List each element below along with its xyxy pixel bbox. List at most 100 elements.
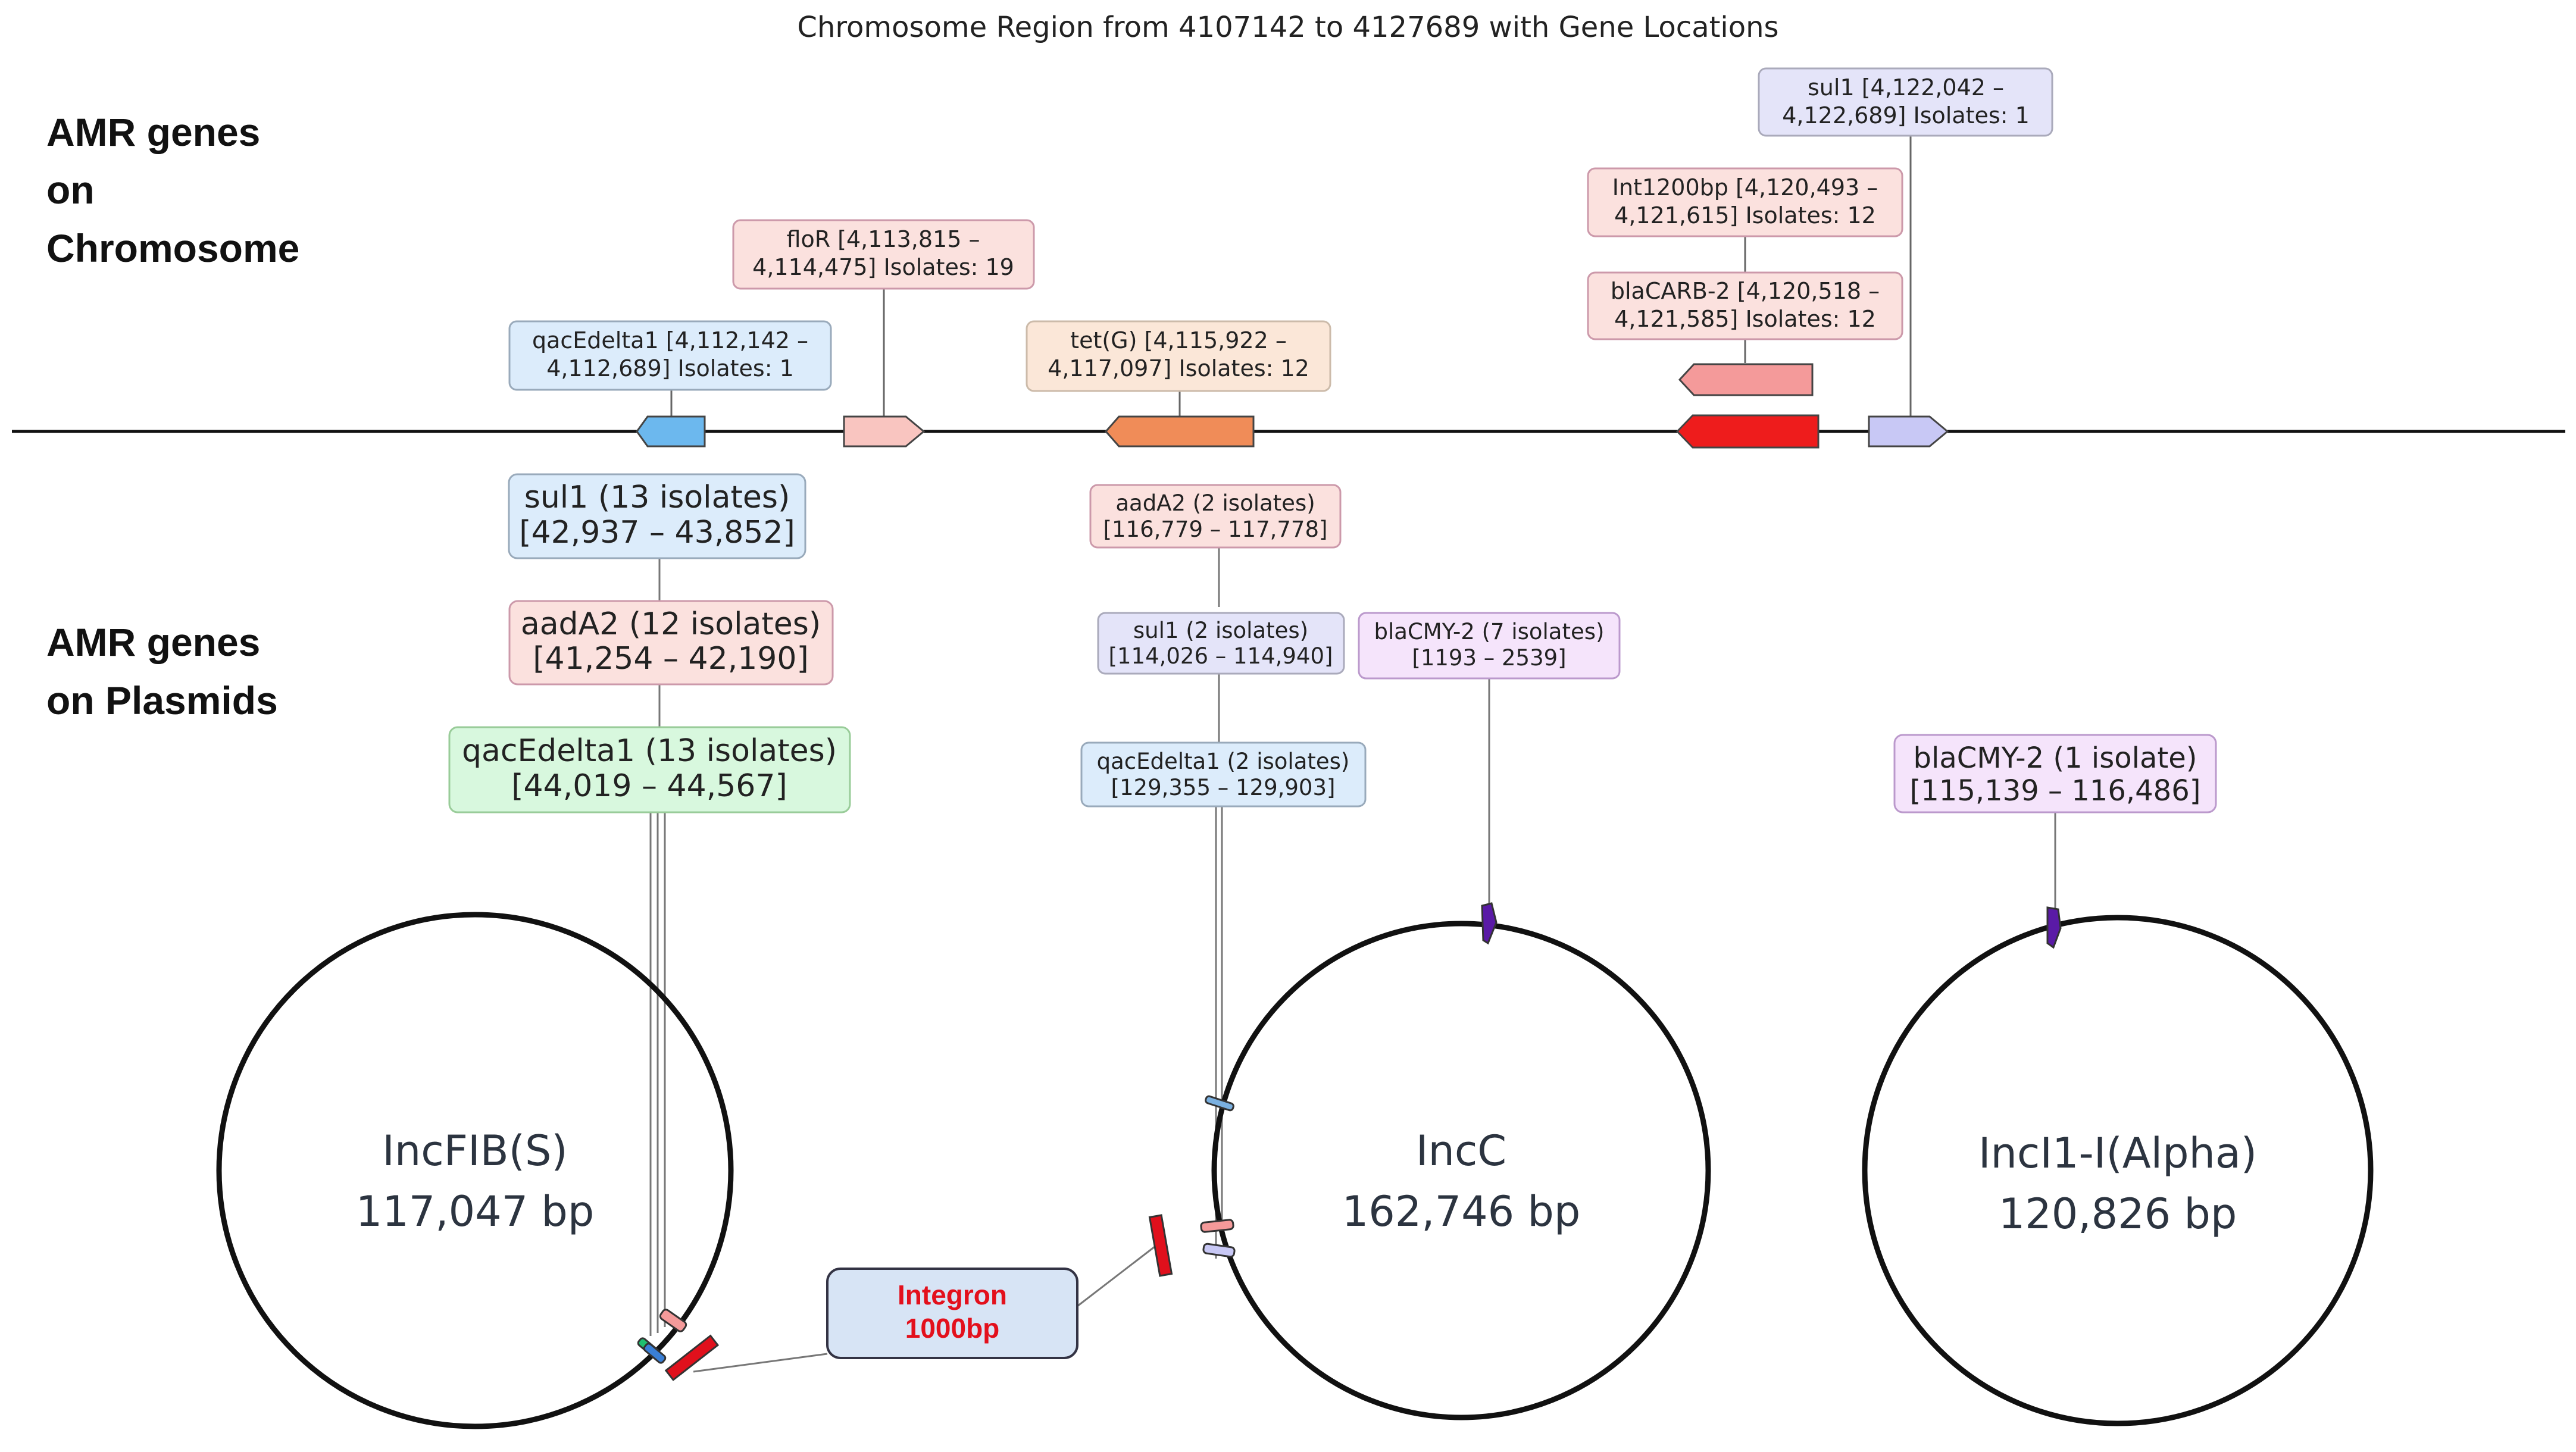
inci1-gene-labels: blaCMY-2 (1 isolate) [115,139 – 116,486]: [1893, 734, 2217, 813]
integron-box: [826, 1268, 1078, 1359]
incc-label-sul1-box: [1097, 612, 1345, 675]
chrom-label-tetG-line2: 4,117,097] Isolates: 12: [1048, 355, 1309, 381]
incc-label-aadA2-box: [1089, 484, 1342, 549]
chromosome-connectors: [670, 136, 1912, 417]
plasmid-circles: [216, 912, 2374, 1429]
plasmid-connectors: [649, 547, 2056, 1373]
gene-arrow-blaCARB2: [1678, 363, 1814, 396]
gene-arrow-floR: [843, 415, 926, 448]
chrom-label-qacEdelta1: qacEdelta1 [4,112,142 – 4,112,689] Isola…: [508, 320, 832, 391]
incc-label-sul1-line1: sul1 (2 isolates): [1133, 618, 1308, 643]
incfib-label-sul1-line2: [42,937 – 43,852]: [519, 515, 795, 550]
chrom-label-blaCARB2: blaCARB-2 [4,120,518 – 4,121,585] Isolat…: [1587, 271, 1903, 340]
incfib-label-aadA2: aadA2 (12 isolates) [41,254 – 42,190]: [508, 600, 834, 686]
integron-connector-left: [693, 1353, 828, 1373]
incfib-marker-sul1: [643, 1343, 667, 1364]
chrom-label-tetG: tet(G) [4,115,922 – 4,117,097] Isolates:…: [1026, 320, 1331, 392]
chrom-label-sul1-line1: sul1 [4,122,042 –: [1808, 74, 2004, 101]
incc-marker-blaCMY2: [1481, 902, 1498, 945]
integron-connector-right: [1077, 1246, 1155, 1307]
side-label-chromosome-line1: AMR genes: [46, 110, 260, 154]
gene-arrow-Int1200bp: [1675, 414, 1820, 449]
incc-label-blaCMY2-line2: [1193 – 2539]: [1412, 645, 1566, 671]
chrom-label-floR-line1: floR [4,113,815 –: [787, 226, 980, 252]
integron-label-line2: 1000bp: [905, 1313, 1000, 1344]
incfib-label-qacEdelta1-box: [448, 726, 851, 813]
chrom-label-Int1200bp-line2: 4,121,615] Isolates: 12: [1614, 202, 1876, 229]
side-label-chromosome: AMR genes on Chromosome: [46, 110, 299, 270]
incfib-marker-aadA2: [659, 1309, 687, 1332]
incc-marker-sul1: [1202, 1243, 1236, 1258]
side-label-chromosome-line3: Chromosome: [46, 226, 299, 270]
chrom-label-floR: floR [4,113,815 – 4,114,475] Isolates: 1…: [732, 219, 1035, 290]
plasmid-names: IncFIB(S) 117,047 bp IncC 162,746 bp Inc…: [356, 1126, 2257, 1238]
incc-label-qacEdelta1: qacEdelta1 (2 isolates) [129,355 – 129,9…: [1080, 741, 1367, 808]
figure-title: Chromosome Region from 4107142 to 412768…: [797, 11, 1778, 44]
incfib-label-sul1-box: [508, 473, 806, 559]
gene-arrow-sul1: [1868, 415, 1949, 448]
incc-label-aadA2-line1: aadA2 (2 isolates): [1115, 490, 1315, 516]
inci1-marker-blaCMY2: [2046, 906, 2062, 949]
chrom-label-tetG-line1: tet(G) [4,115,922 –: [1070, 327, 1287, 353]
chrom-label-sul1: sul1 [4,122,042 – 4,122,689] Isolates: 1: [1758, 67, 2053, 137]
incc-label-blaCMY2-line1: blaCMY-2 (7 isolates): [1374, 619, 1605, 644]
plasmid-name-incc: IncC: [1416, 1126, 1506, 1175]
gene-arrow-tetG: [1105, 415, 1255, 448]
plasmid-name-incfib: IncFIB(S): [382, 1126, 567, 1175]
incfib-integron-bar: [664, 1334, 720, 1381]
incc-label-aadA2: aadA2 (2 isolates) [116,779 – 117,778]: [1089, 484, 1342, 549]
plasmid-gene-markers: [637, 902, 2062, 1381]
incc-gene-labels: aadA2 (2 isolates) [116,779 – 117,778] s…: [1080, 484, 1621, 808]
chrom-label-tetG-box: [1026, 320, 1331, 392]
chrom-label-Int1200bp: Int1200bp [4,120,493 – 4,121,615] Isolat…: [1587, 167, 1903, 237]
incfib-label-sul1: sul1 (13 isolates) [42,937 – 43,852]: [508, 473, 806, 559]
side-label-chromosome-line2: on: [46, 168, 95, 212]
chrom-label-sul1-line2: 4,122,689] Isolates: 1: [1782, 102, 2030, 129]
plasmid-size-inci1: 120,826 bp: [1999, 1190, 2237, 1238]
chrom-label-sul1-box: [1758, 67, 2053, 137]
plasmid-size-incfib: 117,047 bp: [356, 1187, 595, 1236]
chromosome-gene-labels: qacEdelta1 [4,112,142 – 4,112,689] Isola…: [508, 67, 2053, 392]
chromosome-gene-arrows: [636, 363, 1949, 449]
incc-label-aadA2-line2: [116,779 – 117,778]: [1103, 517, 1328, 542]
inci1-label-blaCMY2-line2: [115,139 – 116,486]: [1910, 774, 2201, 808]
integron-label-line1: Integron: [898, 1279, 1007, 1310]
incfib-label-qacEdelta1-line1: qacEdelta1 (13 isolates): [462, 733, 837, 769]
incfib-label-aadA2-line1: aadA2 (12 isolates): [521, 606, 821, 642]
incc-marker-qacEdelta1: [1205, 1095, 1234, 1112]
gene-arrow-qacEdelta1: [636, 415, 706, 448]
side-label-plasmids-line2: on Plasmids: [46, 678, 278, 722]
side-label-plasmids-line1: AMR genes: [46, 620, 260, 664]
incc-label-blaCMY2: blaCMY-2 (7 isolates) [1193 – 2539]: [1358, 612, 1621, 680]
incc-integron-bar: [1148, 1214, 1173, 1277]
incfib-gene-labels: sul1 (13 isolates) [42,937 – 43,852] aad…: [448, 473, 851, 813]
chrom-label-floR-box: [732, 219, 1035, 290]
chrom-label-blaCARB2-box: [1587, 271, 1903, 340]
plasmid-circle-incfib: [216, 912, 734, 1429]
chrom-label-qacEdelta1-box: [508, 320, 832, 391]
inci1-label-blaCMY2-box: [1893, 734, 2217, 813]
plasmid-size-incc: 162,746 bp: [1342, 1187, 1581, 1236]
incc-label-sul1-line2: [114,026 – 114,940]: [1109, 643, 1333, 669]
incfib-label-qacEdelta1-line2: [44,019 – 44,567]: [511, 768, 787, 804]
chrom-label-Int1200bp-line1: Int1200bp [4,120,493 –: [1612, 174, 1878, 201]
incc-label-blaCMY2-box: [1358, 612, 1621, 680]
chrom-label-qacEdelta1-line2: 4,112,689] Isolates: 1: [546, 355, 794, 381]
chrom-label-blaCARB2-line2: 4,121,585] Isolates: 12: [1614, 306, 1876, 332]
incc-label-sul1: sul1 (2 isolates) [114,026 – 114,940]: [1097, 612, 1345, 675]
incc-label-qacEdelta1-line1: qacEdelta1 (2 isolates): [1097, 749, 1350, 774]
chrom-label-qacEdelta1-line1: qacEdelta1 [4,112,142 –: [532, 327, 808, 353]
plasmid-circle-inci1: [1862, 915, 2374, 1426]
chrom-label-Int1200bp-box: [1587, 167, 1903, 237]
inci1-label-blaCMY2: blaCMY-2 (1 isolate) [115,139 – 116,486]: [1893, 734, 2217, 813]
incfib-label-sul1-line1: sul1 (13 isolates): [524, 480, 790, 515]
incfib-label-aadA2-box: [508, 600, 834, 686]
chrom-label-blaCARB2-line1: blaCARB-2 [4,120,518 –: [1611, 278, 1880, 304]
incfib-label-qacEdelta1: qacEdelta1 (13 isolates) [44,019 – 44,56…: [448, 726, 851, 813]
chrom-label-floR-line2: 4,114,475] Isolates: 19: [752, 254, 1014, 280]
incc-label-qacEdelta1-line2: [129,355 – 129,903]: [1111, 775, 1336, 800]
incc-marker-aadA2: [1200, 1219, 1234, 1233]
plasmid-name-inci1: IncI1-I(Alpha): [1978, 1129, 2257, 1178]
plasmid-circle-incc: [1211, 921, 1711, 1420]
